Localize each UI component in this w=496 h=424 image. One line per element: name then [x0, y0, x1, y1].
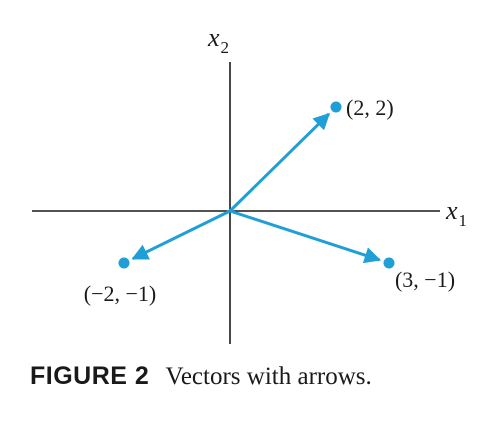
- figure-caption-text: Vectors with arrows.: [165, 363, 372, 390]
- vector-arrow: [228, 112, 331, 213]
- figure-caption-label: FIGURE 2: [30, 362, 150, 390]
- x1-axis-label: x1: [445, 196, 467, 230]
- vector-arrow: [131, 209, 231, 260]
- vector-label: (−2, −1): [84, 281, 156, 306]
- x2-axis-label: x2: [207, 23, 229, 57]
- vector-endpoint: [118, 257, 130, 269]
- vector-endpoint: [383, 257, 395, 269]
- vector-endpoint: [330, 101, 342, 113]
- vector-label: (3, −1): [395, 267, 455, 292]
- figure-caption: FIGURE 2 Vectors with arrows.: [30, 362, 372, 391]
- vector-layer: (2, 2) (−2, −1) (3, −1): [84, 95, 455, 306]
- vector-label: (2, 2): [346, 95, 394, 120]
- vector-arrow: [229, 209, 382, 264]
